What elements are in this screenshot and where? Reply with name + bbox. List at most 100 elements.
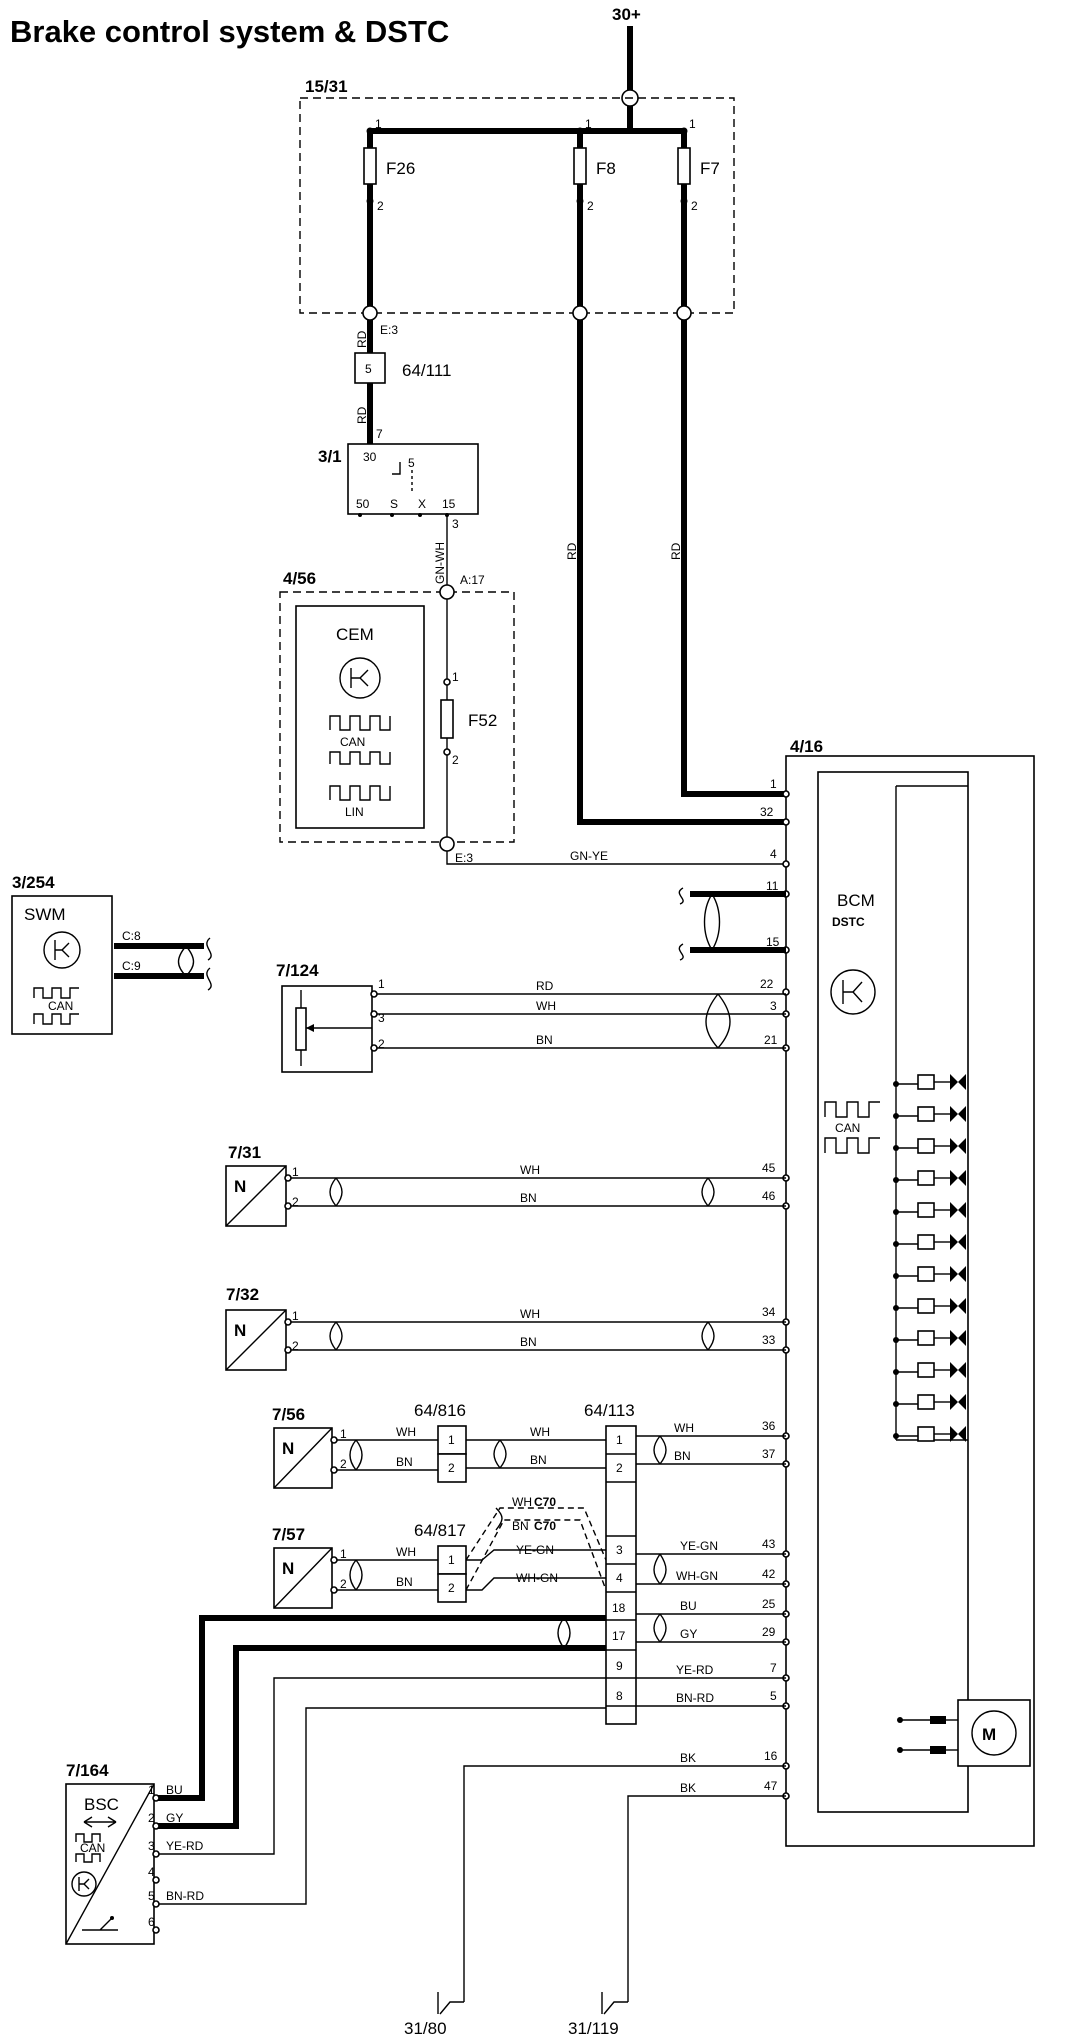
- svg-text:33: 33: [762, 1333, 776, 1347]
- bcm-valve-bank: [893, 785, 968, 1442]
- svg-text:6: 6: [148, 1915, 155, 1929]
- svg-text:9: 9: [616, 1659, 623, 1673]
- connector-64-816: 64/816 1 2 WH BN: [414, 1401, 606, 1483]
- svg-text:BCM: BCM: [837, 891, 875, 910]
- ground-31-80: 31/80: [404, 1992, 464, 2038]
- svg-text:CEM: CEM: [336, 625, 374, 644]
- sensor-7-124: 7/124 1 3 2: [276, 961, 385, 1073]
- svg-text:64/113: 64/113: [584, 1401, 635, 1420]
- svg-text:7/164: 7/164: [66, 1761, 109, 1780]
- wire-rd-switch: RD: [355, 406, 369, 424]
- ground-31-119: 31/119: [568, 1992, 628, 2038]
- bcm-pins: 1 32 4 11 15 22 3 21 45 46 34 33 36 37 4…: [760, 777, 780, 1793]
- svg-text:F26: F26: [386, 159, 415, 178]
- svg-text:M: M: [982, 1725, 996, 1744]
- fuse-exit-label: E:3: [380, 323, 398, 337]
- svg-text:4/16: 4/16: [790, 737, 823, 756]
- svg-text:21: 21: [764, 1033, 778, 1047]
- valve-11: [893, 1394, 966, 1410]
- svg-text:LIN: LIN: [345, 805, 364, 819]
- connector-64-111-box: [354, 352, 386, 384]
- svg-text:32: 32: [760, 805, 774, 819]
- svg-text:RD: RD: [565, 542, 579, 560]
- svg-text:64/817: 64/817: [414, 1521, 466, 1540]
- wires-64-113-to-bcm: WH BN YE-GN WH-GN BU GY YE-RD BN-RD: [636, 1421, 786, 1707]
- connector-64-113: 64/113 1 2 3 4 18 17 9 8: [584, 1401, 637, 1725]
- svg-text:18: 18: [612, 1601, 626, 1615]
- pump-motor: M: [897, 1699, 1031, 1767]
- svg-text:29: 29: [762, 1625, 776, 1639]
- svg-text:45: 45: [762, 1161, 776, 1175]
- svg-text:BN: BN: [396, 1575, 413, 1589]
- fuse-f7: F7 1 2: [677, 117, 720, 310]
- svg-text:RD: RD: [536, 979, 554, 993]
- svg-text:15: 15: [442, 497, 456, 511]
- c70-variant: WH C70 BN C70 YE-GN WH-GN: [465, 1495, 607, 1591]
- svg-text:34: 34: [762, 1305, 776, 1319]
- svg-text:CAN: CAN: [835, 1121, 860, 1135]
- svg-text:A:17: A:17: [460, 573, 485, 587]
- svg-text:C:8: C:8: [122, 929, 141, 943]
- svg-text:1: 1: [689, 117, 696, 131]
- svg-text:F52: F52: [468, 711, 497, 730]
- wire-gn-ye: [446, 851, 786, 865]
- svg-text:WH: WH: [396, 1425, 416, 1439]
- svg-text:F7: F7: [700, 159, 720, 178]
- wire-gn-wh: GN-WH: [433, 542, 447, 584]
- svg-text:3: 3: [148, 1839, 155, 1853]
- valve-6: [893, 1234, 966, 1250]
- svg-text:WH: WH: [512, 1495, 532, 1509]
- svg-text:BK: BK: [680, 1781, 696, 1795]
- svg-text:1: 1: [452, 670, 459, 684]
- fuse-box-outline: [299, 97, 735, 314]
- svg-text:E:3: E:3: [455, 851, 473, 865]
- svg-text:3: 3: [770, 999, 777, 1013]
- svg-text:1: 1: [148, 1783, 155, 1797]
- svg-text:7/57: 7/57: [272, 1525, 305, 1544]
- connector-64-111-ref: 64/111: [402, 361, 451, 380]
- svg-text:BN: BN: [674, 1449, 691, 1463]
- svg-text:WH: WH: [396, 1545, 416, 1559]
- svg-text:WH: WH: [520, 1307, 540, 1321]
- valve-4: [893, 1170, 966, 1186]
- svg-text:BN-RD: BN-RD: [166, 1889, 204, 1903]
- svg-text:2: 2: [340, 1577, 347, 1591]
- svg-text:RD: RD: [669, 542, 683, 560]
- svg-text:1: 1: [292, 1309, 299, 1323]
- svg-text:YE-GN: YE-GN: [680, 1539, 718, 1553]
- svg-text:2: 2: [377, 199, 384, 213]
- svg-text:31/80: 31/80: [404, 2019, 447, 2038]
- svg-text:5: 5: [770, 1689, 777, 1703]
- svg-text:YE-RD: YE-RD: [676, 1663, 714, 1677]
- svg-text:36: 36: [762, 1419, 776, 1433]
- ground-wires: BK BK: [463, 1751, 786, 2002]
- svg-text:47: 47: [764, 1779, 778, 1793]
- fuse-box-ref: 15/31: [305, 77, 348, 96]
- wire-rd-f8-to-bcm: [577, 320, 786, 825]
- svg-text:N: N: [234, 1321, 246, 1340]
- svg-text:2: 2: [448, 1581, 455, 1595]
- svg-text:BN: BN: [536, 1033, 553, 1047]
- svg-text:GY: GY: [680, 1627, 697, 1641]
- svg-text:2: 2: [691, 199, 698, 213]
- svg-text:3: 3: [378, 1011, 385, 1025]
- bcm-can-pair: [678, 887, 786, 961]
- supply-label: 30+: [612, 5, 641, 24]
- svg-text:1: 1: [616, 1433, 623, 1447]
- bcm-module: 4/16 BCM DSTC CAN: [785, 737, 1035, 1847]
- svg-text:WH-GN: WH-GN: [676, 1569, 718, 1583]
- svg-text:CAN: CAN: [340, 735, 365, 749]
- svg-text:N: N: [282, 1559, 294, 1578]
- svg-text:2: 2: [378, 1037, 385, 1051]
- svg-text:DSTC: DSTC: [832, 915, 865, 929]
- svg-text:S: S: [390, 497, 398, 511]
- svg-text:11: 11: [766, 879, 779, 893]
- svg-text:1: 1: [448, 1433, 455, 1447]
- svg-text:3: 3: [452, 517, 459, 531]
- svg-text:BU: BU: [166, 1783, 183, 1797]
- svg-text:1: 1: [340, 1547, 347, 1561]
- valve-1: [893, 1074, 966, 1090]
- svg-text:F8: F8: [596, 159, 616, 178]
- svg-text:C70: C70: [534, 1495, 556, 1509]
- valve-2: [893, 1106, 966, 1122]
